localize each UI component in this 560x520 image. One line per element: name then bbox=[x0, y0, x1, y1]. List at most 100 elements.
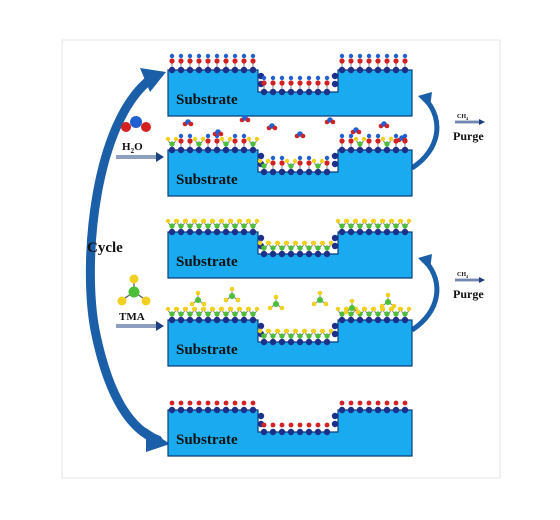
surface-site bbox=[186, 53, 194, 74]
surface-site bbox=[353, 218, 367, 236]
h2o-molecule-icon bbox=[121, 116, 151, 132]
surface-site bbox=[338, 133, 346, 154]
surface-site bbox=[275, 328, 289, 346]
surface-site bbox=[186, 400, 194, 414]
surface-site bbox=[398, 218, 412, 236]
surface-site bbox=[305, 75, 313, 96]
surface-site bbox=[257, 158, 271, 176]
surface-site bbox=[278, 155, 286, 176]
surface-site bbox=[392, 400, 400, 414]
surface-site bbox=[362, 306, 376, 324]
surface-site bbox=[323, 75, 331, 96]
surface-site bbox=[331, 72, 339, 80]
surface-site bbox=[257, 328, 271, 346]
surface-site bbox=[231, 53, 239, 74]
substrate-label: Substrate bbox=[176, 432, 238, 448]
substrate-label: Substrate bbox=[176, 254, 238, 270]
surface-site bbox=[347, 133, 355, 154]
surface-site bbox=[331, 420, 339, 428]
surface-site bbox=[195, 400, 203, 414]
surface-site bbox=[365, 53, 373, 74]
surface-site bbox=[401, 400, 409, 414]
h2o-inlet-arrow bbox=[116, 152, 164, 162]
gas-h2o-molecule bbox=[324, 117, 336, 125]
surface-site bbox=[320, 240, 334, 258]
surface-site bbox=[311, 158, 325, 176]
cycle-arrow bbox=[85, 68, 170, 452]
surface-site bbox=[323, 155, 331, 176]
surface-site bbox=[231, 133, 239, 154]
surface-site bbox=[219, 218, 233, 236]
surface-site bbox=[371, 306, 385, 324]
purge-arrow-top bbox=[410, 92, 440, 171]
ch4-label-bottom: CH4 bbox=[457, 272, 468, 279]
surface-site bbox=[240, 400, 248, 414]
surface-site bbox=[287, 75, 295, 96]
surface-site bbox=[269, 75, 277, 96]
surface-site bbox=[331, 412, 339, 420]
surface-site bbox=[311, 240, 325, 258]
tma-inlet-arrow bbox=[116, 321, 164, 331]
surface-site bbox=[287, 422, 295, 436]
surface-site bbox=[246, 136, 260, 154]
surface-site bbox=[204, 53, 212, 74]
surface-site bbox=[284, 240, 298, 258]
surface-site bbox=[374, 400, 382, 414]
substrate-panel: Substrate bbox=[165, 218, 413, 279]
surface-site bbox=[204, 133, 212, 154]
surface-site bbox=[331, 80, 339, 88]
substrate-panel: Substrate bbox=[167, 400, 413, 457]
surface-site bbox=[314, 422, 322, 436]
surface-site bbox=[204, 400, 212, 414]
surface-site bbox=[168, 400, 176, 414]
surface-site bbox=[331, 160, 339, 168]
surface-site bbox=[347, 53, 355, 74]
surface-site bbox=[246, 306, 260, 324]
surface-site bbox=[257, 412, 265, 420]
surface-site bbox=[228, 306, 242, 324]
gas-tma-molecule bbox=[311, 290, 329, 307]
surface-site bbox=[284, 158, 298, 176]
surface-site bbox=[249, 53, 257, 74]
gas-tma-molecule bbox=[379, 292, 397, 309]
surface-site bbox=[284, 328, 298, 346]
surface-site bbox=[305, 155, 313, 176]
surface-site bbox=[338, 400, 346, 414]
surface-site bbox=[323, 422, 331, 436]
surface-site bbox=[374, 133, 382, 154]
surface-site bbox=[257, 234, 265, 242]
surface-site bbox=[380, 218, 394, 236]
surface-site bbox=[338, 53, 346, 74]
surface-site bbox=[246, 218, 260, 236]
gas-h2o-molecule bbox=[350, 127, 362, 135]
surface-site bbox=[365, 400, 373, 414]
surface-site bbox=[353, 136, 367, 154]
surface-site bbox=[302, 328, 316, 346]
surface-site bbox=[249, 400, 257, 414]
surface-site bbox=[260, 75, 268, 96]
surface-site bbox=[269, 422, 277, 436]
surface-site bbox=[269, 155, 277, 176]
gas-phase-molecules bbox=[182, 115, 408, 315]
surface-site bbox=[347, 400, 355, 414]
ch4-label-top: CH4 bbox=[457, 114, 468, 121]
surface-site bbox=[383, 400, 391, 414]
surface-site bbox=[192, 218, 206, 236]
surface-site bbox=[320, 328, 334, 346]
substrate-label: Substrate bbox=[176, 172, 238, 188]
surface-site bbox=[398, 306, 412, 324]
surface-site bbox=[257, 322, 265, 330]
surface-site bbox=[356, 53, 364, 74]
surface-site bbox=[356, 400, 364, 414]
surface-site bbox=[296, 422, 304, 436]
purge-arrow-bottom bbox=[410, 254, 440, 333]
gas-tma-molecule bbox=[223, 286, 241, 303]
surface-site bbox=[392, 53, 400, 74]
gas-h2o-molecule bbox=[294, 131, 306, 139]
surface-site bbox=[240, 53, 248, 74]
gas-tma-molecule bbox=[267, 294, 285, 311]
purge-label-top: Purge bbox=[453, 129, 484, 143]
substrate-label: Substrate bbox=[176, 92, 238, 108]
surface-site bbox=[192, 136, 206, 154]
surface-site bbox=[165, 136, 179, 154]
